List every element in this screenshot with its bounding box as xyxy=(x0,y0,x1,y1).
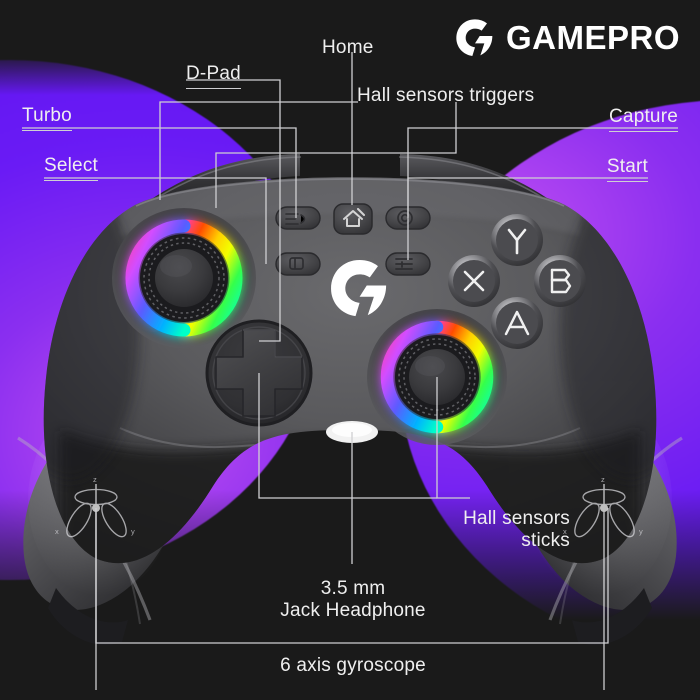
headphone-jack-highlight xyxy=(332,423,372,437)
svg-text:z: z xyxy=(601,475,605,484)
label-start: Start xyxy=(606,156,648,183)
select-button[interactable] xyxy=(275,252,321,276)
svg-text:z: z xyxy=(93,475,97,484)
label-gyro: 6 axis gyroscope xyxy=(280,655,426,676)
connector-start xyxy=(407,177,648,260)
face-button-b[interactable] xyxy=(534,255,586,307)
label-turbo: Turbo xyxy=(22,105,72,132)
connector-hall-triggers-left xyxy=(159,101,358,200)
home-icon xyxy=(343,208,365,227)
svg-text:x: x xyxy=(563,527,567,536)
label-home: Home xyxy=(322,37,374,58)
face-buttons xyxy=(448,214,586,349)
label-d-pad: D-Pad xyxy=(186,63,241,90)
connector-turbo xyxy=(22,127,297,218)
start-icon xyxy=(395,258,413,270)
label-capture: Capture xyxy=(609,106,678,133)
face-button-y[interactable] xyxy=(491,214,543,266)
brand-logo: GAMEPRO xyxy=(455,18,680,58)
left-stick[interactable] xyxy=(112,208,256,348)
label-hall-sticks: Hall sensors sticks xyxy=(463,508,570,552)
label-hall-triggers: Hall sensors triggers xyxy=(357,85,535,106)
turbo-icon xyxy=(285,213,306,225)
face-button-a[interactable] xyxy=(491,297,543,349)
label-jack: 3.5 mm Jack Headphone xyxy=(280,578,426,622)
controller-body xyxy=(43,177,657,564)
connector-hall-sticks-left xyxy=(258,373,352,499)
face-button-x[interactable] xyxy=(448,255,500,307)
gamepro-g-bolt-icon xyxy=(456,19,493,56)
brand-name: GAMEPRO xyxy=(505,19,680,56)
turbo-button[interactable] xyxy=(275,206,321,230)
home-button[interactable] xyxy=(333,203,373,235)
connector-dpad xyxy=(186,79,281,342)
background-top-fade xyxy=(0,0,700,95)
connector-select xyxy=(44,177,267,264)
label-select: Select xyxy=(44,155,99,182)
select-icon xyxy=(289,257,304,270)
controller-center-logo xyxy=(331,260,387,317)
svg-text:y: y xyxy=(131,527,135,536)
connector-gyro xyxy=(95,508,609,644)
